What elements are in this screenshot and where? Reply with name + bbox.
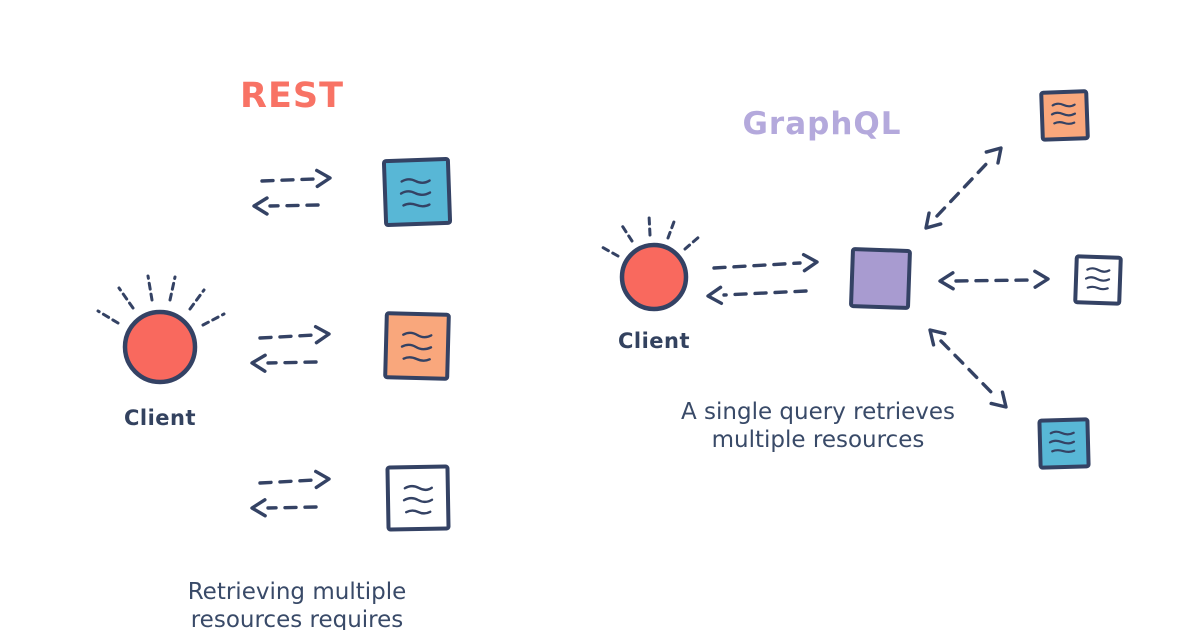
graphql-client-rays-icon xyxy=(598,213,702,258)
graphql-arrow-right xyxy=(712,252,819,273)
rest-caption-line-1: Retrieving multiple xyxy=(187,579,407,605)
graphql-title: GraphQL xyxy=(742,106,902,142)
rest-client-label: Client xyxy=(123,406,197,430)
graphql-double-arrow-lower xyxy=(928,328,1008,409)
graphql-resource-white-icon xyxy=(1073,254,1123,306)
graphql-double-arrow-middle xyxy=(938,269,1050,291)
graphql-section xyxy=(598,89,1123,470)
rest-arrow-right-2 xyxy=(258,324,331,345)
graphql-arrow-left xyxy=(706,285,808,306)
graphql-caption: A single query retrieves multiple resour… xyxy=(658,398,978,454)
graphql-resource-teal-icon xyxy=(1037,417,1091,470)
rest-arrow-right-3 xyxy=(258,469,331,490)
rest-caption-line-2: resources requires xyxy=(190,607,404,630)
rest-title: REST xyxy=(240,76,344,116)
rest-server-orange-icon xyxy=(383,311,451,381)
graphql-caption-line-1: A single query retrieves xyxy=(680,399,955,425)
graphql-client-label: Client xyxy=(617,329,691,353)
rest-arrow-left-2 xyxy=(250,353,318,373)
graphql-resource-orange-icon xyxy=(1039,89,1090,142)
rest-server-white-icon xyxy=(385,464,451,532)
graphql-gateway-square-icon xyxy=(849,247,912,310)
rest-server-teal-icon xyxy=(381,156,453,228)
rest-caption: Retrieving multiple resources requires xyxy=(147,578,447,630)
rest-client-circle-icon xyxy=(122,309,198,385)
rest-client-rays-icon xyxy=(96,274,226,327)
rest-arrow-left-1 xyxy=(252,196,320,216)
rest-arrow-right-1 xyxy=(260,168,332,189)
rest-arrow-left-3 xyxy=(250,498,318,518)
rest-section xyxy=(96,156,453,532)
graphql-double-arrow-upper xyxy=(924,146,1003,230)
graphql-client-circle-icon xyxy=(619,242,689,312)
graphql-caption-line-2: multiple resources xyxy=(711,427,925,453)
